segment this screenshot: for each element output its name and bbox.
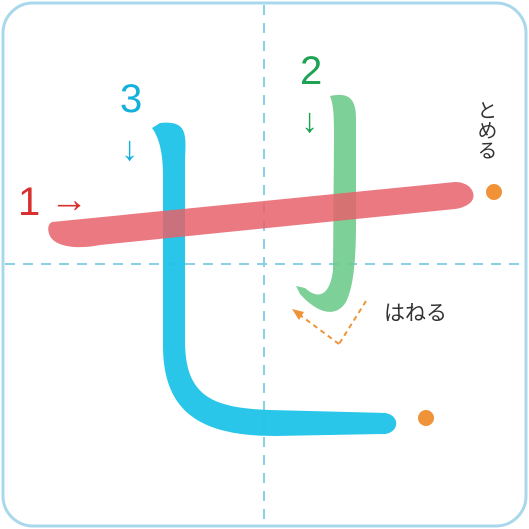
stroke-2-number: 2 <box>300 49 322 93</box>
stroke-3-arrow-icon: ↓ <box>121 130 138 168</box>
stroke-3-number: 3 <box>120 77 142 121</box>
stroke-2 <box>296 94 356 312</box>
stop-dot-icon <box>486 184 502 200</box>
stroke-1-number: 1 <box>18 180 40 224</box>
stroke-2-arrow-icon: ↓ <box>301 102 318 140</box>
flick-arrowhead-icon <box>292 309 304 320</box>
stroke-1-arrow-icon: → <box>50 179 88 221</box>
stroke-3 <box>152 122 397 436</box>
stop-dot-icon <box>418 410 434 426</box>
stroke-1 <box>48 182 474 248</box>
hane-label: はねる <box>384 301 447 325</box>
tome-label: とめる <box>474 100 498 160</box>
